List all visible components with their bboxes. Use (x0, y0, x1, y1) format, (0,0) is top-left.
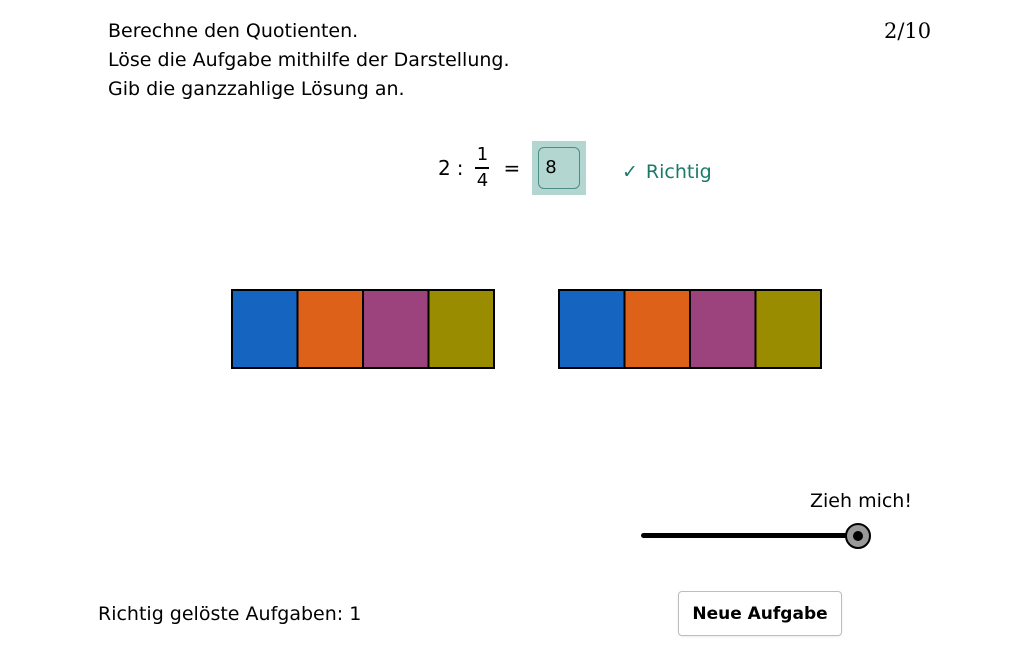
bar-1-part-3 (362, 289, 430, 369)
instruction-line-2: Löse die Aufgabe mithilfe der Darstellun… (108, 49, 510, 71)
bar-1-part-2 (296, 289, 364, 369)
divisor-fraction: 1 4 (473, 144, 491, 192)
bar-1-part-1 (231, 289, 299, 369)
check-icon: ✓ (622, 161, 638, 183)
answer-box: 8 (532, 141, 587, 195)
dividend: 2 (438, 156, 451, 180)
bar-2-part-1 (558, 289, 626, 369)
bar-2-part-3 (689, 289, 757, 369)
fraction-bar (475, 167, 490, 169)
equation: 2 : 1 4 = 8 (438, 140, 587, 196)
new-task-button[interactable]: Neue Aufgabe (678, 591, 842, 636)
task-instructions: Berechne den Quotienten. Löse die Aufgab… (108, 17, 510, 104)
slider-handle-dot (853, 531, 863, 541)
feedback-text: Richtig (645, 161, 712, 183)
bar-1-part-4 (427, 289, 495, 369)
bar-2-part-4 (754, 289, 822, 369)
task-counter: 2/10 (884, 19, 932, 43)
answer-input[interactable]: 8 (538, 147, 581, 189)
fraction-denominator: 4 (476, 169, 489, 191)
instruction-line-3: Gib die ganzzahlige Lösung an. (108, 78, 405, 100)
fraction-numerator: 1 (476, 144, 489, 166)
slider-label: Zieh mich! (810, 490, 912, 512)
score-text: Richtig gelöste Aufgaben: 1 (98, 603, 362, 625)
slider-track[interactable] (641, 533, 861, 538)
bar-2-part-2 (623, 289, 691, 369)
instruction-line-1: Berechne den Quotienten. (108, 20, 359, 42)
feedback-message: ✓ Richtig (622, 158, 712, 186)
equals-sign: = (503, 156, 521, 180)
division-operator: : (456, 156, 464, 180)
slider-handle[interactable] (845, 523, 871, 549)
